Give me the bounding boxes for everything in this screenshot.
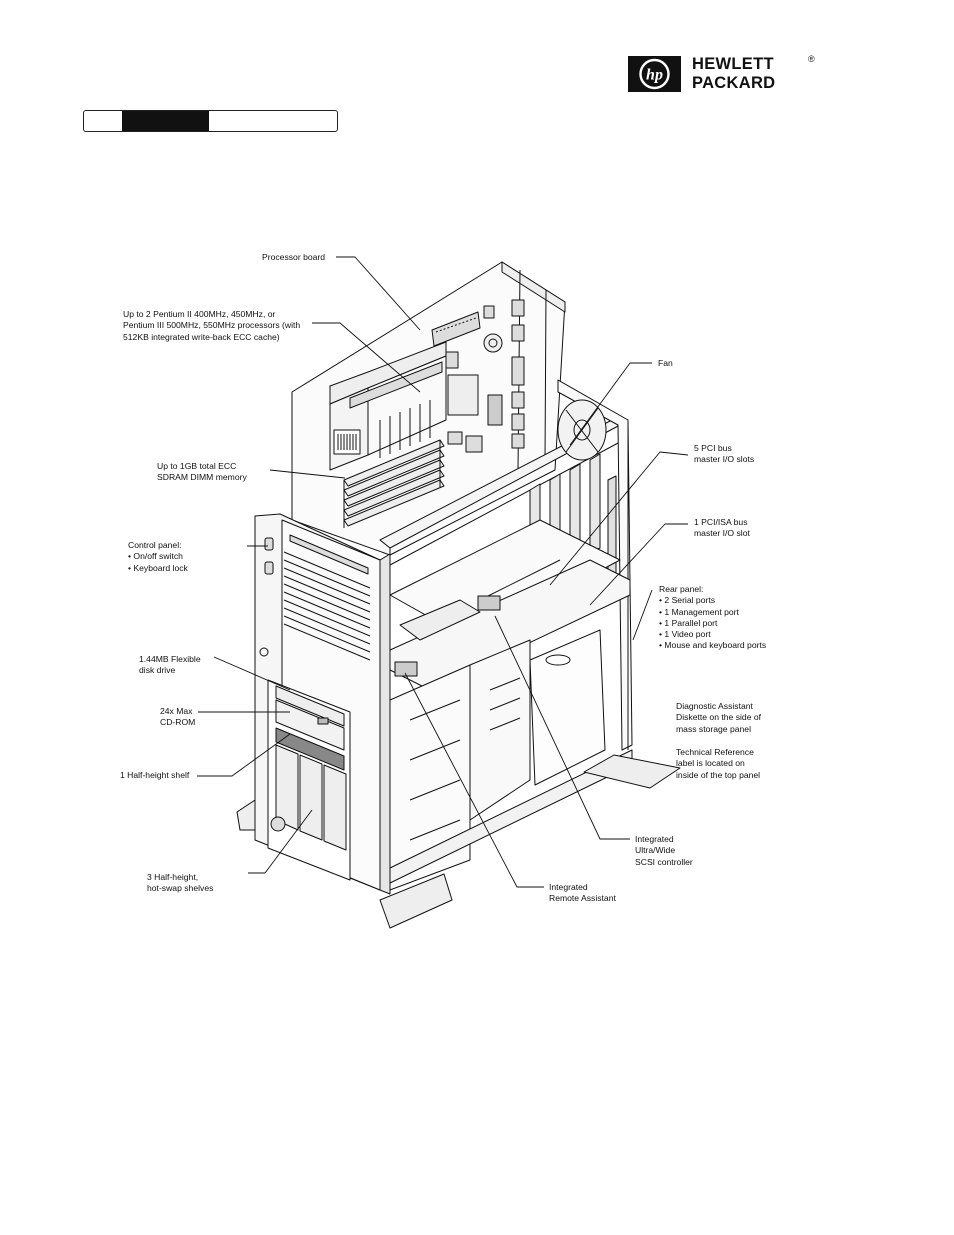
callout-half-height-shelf: 1 Half-height shelf [120, 770, 189, 781]
processors-label-line-1: Up to 2 Pentium II 400MHz, 450MHz, or [123, 309, 276, 319]
pci-isa-slot-label-line-2: master I/O slot [694, 528, 750, 539]
technical-reference-label-line-2: label is located on [676, 758, 745, 769]
half-height-shelf-label: 1 Half-height shelf [120, 770, 190, 780]
control-panel-label-line-3: • Keyboard lock [128, 562, 188, 573]
logo-line-1: HEWLETT [692, 55, 774, 73]
callout-fan: Fan [658, 358, 673, 369]
memory-label-line-2: SDRAM DIMM memory [157, 472, 247, 483]
logo-line-2: PACKARD [692, 74, 776, 92]
processors-label-line-2: Pentium III 500MHz, 550MHz processors (w… [123, 320, 301, 331]
rear-panel-label-line-6: • Mouse and keyboard ports [659, 640, 767, 651]
scsi-label-line-3: SCSI controller [635, 856, 693, 867]
pci-isa-slot-label-line-1: 1 PCI/ISA bus [694, 517, 748, 527]
callout-flexible-drive: 1.44MB Flexible disk drive [139, 654, 201, 677]
scsi-label-line-2: Ultra/Wide [635, 845, 676, 856]
control-panel-label-line-1: Control panel: [128, 540, 182, 550]
rear-panel-label-line-1: Rear panel: [659, 584, 704, 594]
technical-reference-label-line-1: Technical Reference [676, 747, 754, 757]
pci-slots-label-line-1: 5 PCI bus [694, 443, 732, 453]
diagnostic-label-line-1: Diagnostic Assistant [676, 701, 753, 711]
processor-modules-drawing [329, 341, 447, 471]
section-tab-active-segment [122, 111, 209, 131]
logo-wordmark: HEWLETT PACKARD [692, 55, 775, 93]
callout-memory: Up to 1GB total ECC SDRAM DIMM memory [157, 461, 247, 484]
hewlett-packard-logo: hp HEWLETT PACKARD ® [628, 54, 828, 95]
rear-panel-label-line-4: • 1 Parallel port [659, 617, 718, 628]
pci-slots-label-line-2: master I/O slots [694, 454, 755, 465]
rear-panel-label-line-2: • 2 Serial ports [659, 595, 716, 606]
diagnostic-label-line-3: mass storage panel [676, 723, 751, 734]
callout-leader-lines [197, 256, 689, 888]
hotswap-shelves-label-line-2: hot-swap shelves [147, 883, 214, 894]
flexible-drive-label-line-2: disk drive [139, 665, 176, 676]
processors-label-line-3: 512KB integrated write-back ECC cache) [123, 331, 280, 342]
flexible-drive-label-line-1: 1.44MB Flexible [139, 654, 201, 664]
callout-pci-isa-slot: 1 PCI/ISA bus master I/O slot [694, 517, 750, 540]
callout-diagnostic: Diagnostic Assistant Diskette on the sid… [676, 701, 761, 735]
callout-pci-slots: 5 PCI bus master I/O slots [694, 443, 754, 466]
remote-assistant-label-line-2: Remote Assistant [549, 893, 616, 904]
rear-panel-label-line-5: • 1 Video port [659, 629, 711, 640]
hp-monogram-text: hp [646, 67, 663, 84]
cdrom-label-line-1: 24x Max [160, 706, 193, 716]
memory-label-line-1: Up to 1GB total ECC [157, 461, 237, 471]
registered-mark: ® [808, 54, 815, 64]
callout-control-panel: Control panel: • On/off switch • Keyboar… [128, 540, 188, 574]
hp-monogram-icon: hp [628, 56, 681, 92]
control-panel-label-line-2: • On/off switch [128, 551, 183, 562]
dimm-memory-drawing [343, 439, 445, 528]
callout-cdrom: 24x Max CD-ROM [160, 706, 195, 729]
rear-panel-label-line-3: • 1 Management port [659, 606, 739, 617]
callout-rear-panel: Rear panel: • 2 Serial ports • 1 Managem… [659, 584, 766, 652]
scsi-label-line-1: Integrated [635, 834, 674, 844]
callout-processors: Up to 2 Pentium II 400MHz, 450MHz, or Pe… [123, 309, 300, 343]
callout-technical-reference: Technical Reference label is located on … [676, 747, 760, 781]
callout-processor-board: Processor board [262, 252, 325, 263]
diagnostic-label-line-2: Diskette on the side of [676, 712, 762, 723]
callout-scsi: Integrated Ultra/Wide SCSI controller [635, 834, 693, 868]
callout-hotswap-shelves: 3 Half-height, hot-swap shelves [147, 872, 213, 895]
front-bezel-drawing [254, 513, 391, 895]
hotswap-shelves-label-line-1: 3 Half-height, [147, 872, 199, 882]
technical-reference-label-line-3: inside of the top panel [676, 769, 761, 780]
cdrom-label-line-2: CD-ROM [160, 717, 196, 728]
fan-label: Fan [658, 358, 673, 368]
processor-board-label: Processor board [262, 252, 326, 262]
callout-remote-assistant: Integrated Remote Assistant [549, 882, 616, 905]
section-tab-bar [83, 110, 338, 132]
remote-assistant-label-line-1: Integrated [549, 882, 588, 892]
